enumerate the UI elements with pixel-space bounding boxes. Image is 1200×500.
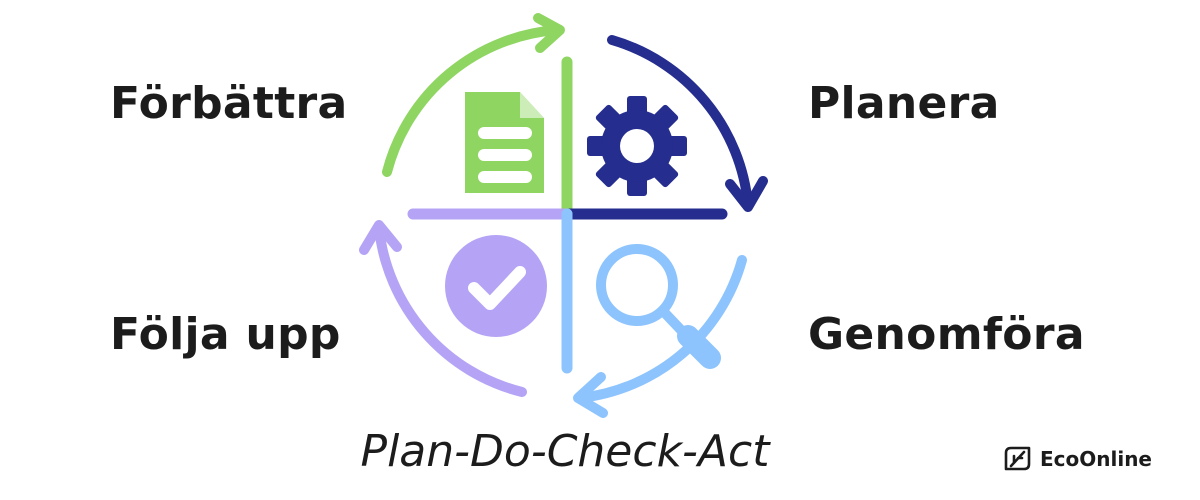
arrow-act-to-plan: [382, 13, 565, 177]
label-check: Följa upp: [110, 309, 341, 360]
label-plan: Planera: [808, 78, 1000, 129]
checkmark-circle-icon: [445, 235, 547, 337]
label-act: Förbättra: [110, 78, 348, 129]
diagram-caption: Plan-Do-Check-Act: [360, 426, 770, 477]
arrow-do-to-check: [573, 255, 747, 418]
arrow-plan-to-do: [607, 35, 768, 212]
label-do: Genomföra: [808, 309, 1085, 360]
magnifier-icon: [596, 244, 721, 369]
document-icon: [465, 92, 544, 193]
brand-name: EcoOnline: [1039, 447, 1152, 471]
gear-icon: [587, 96, 687, 196]
arrow-check-to-act: [359, 220, 527, 397]
brand-logo: EcoOnline: [1000, 442, 1152, 476]
ecoonline-logo-icon: [1004, 446, 1031, 471]
